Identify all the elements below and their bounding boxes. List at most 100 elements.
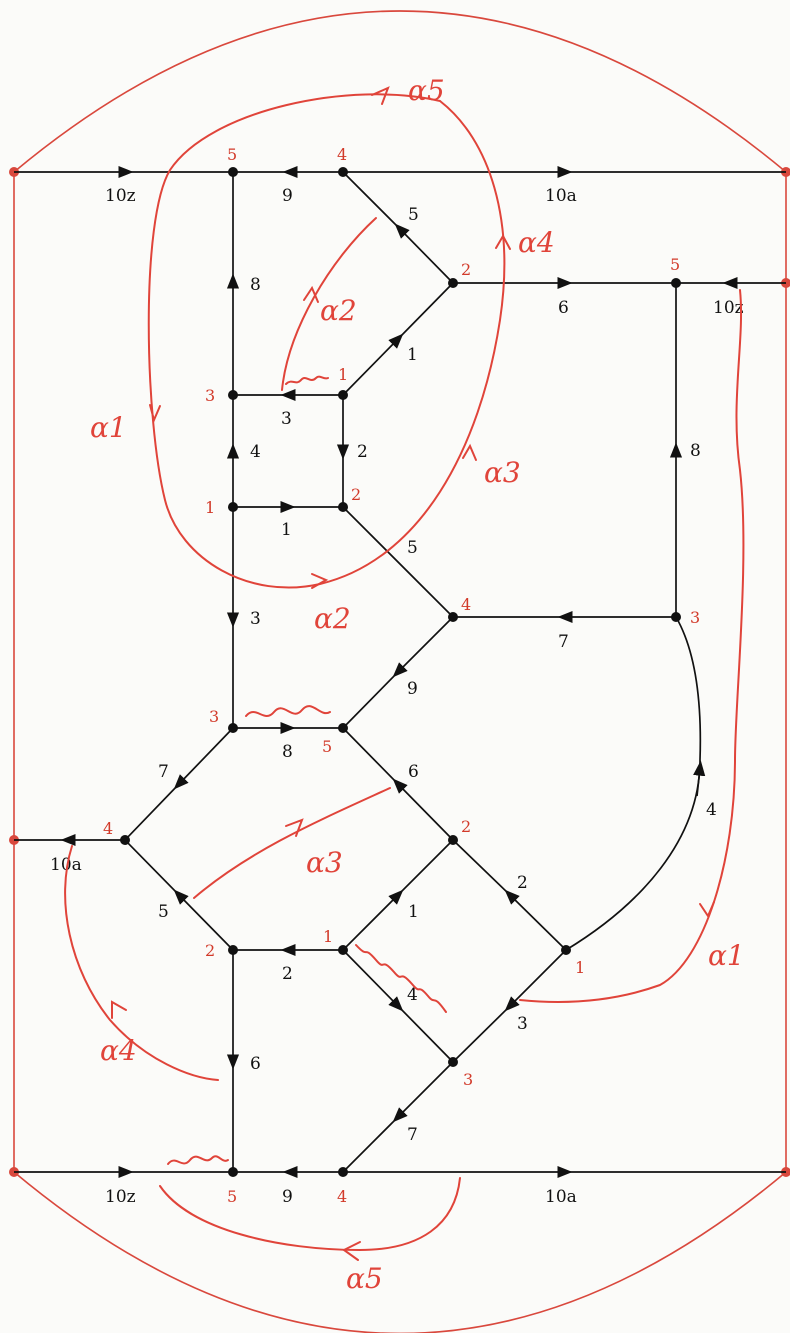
edge-7-low-arrow [392, 1061, 454, 1123]
edge-5-low-arrow [173, 889, 234, 951]
vertex-label: 5 [227, 145, 237, 164]
edge-6-mid-arrow [392, 778, 454, 841]
arrow-head-d2-upper [303, 285, 319, 303]
edge-5-top [342, 171, 401, 230]
vertex-label: 4 [337, 145, 347, 164]
arrow-head-d4-lower [111, 1000, 127, 1019]
vertex-5b [338, 723, 348, 733]
edge-label: 3 [281, 409, 292, 429]
edge-1-low [397, 839, 454, 896]
top-arc [13, 10, 787, 173]
vertex-labels: 5 4 2 5 1 3 1 2 4 3 3 5 4 2 2 1 1 3 5 4 [103, 145, 700, 1206]
annotation-label: α2 [314, 602, 351, 635]
vertex-label: 2 [461, 260, 471, 279]
edge-label: 7 [558, 632, 569, 652]
annotation-label: α1 [708, 939, 745, 972]
bottom-arc [13, 1171, 787, 1333]
squiggle-lower [355, 944, 447, 1013]
arrow-head-d1-right [699, 901, 715, 919]
edge-label: 9 [407, 679, 418, 699]
edge-1-upper [397, 282, 454, 340]
vertex-2c [448, 835, 458, 845]
edge-label: 10z [713, 298, 744, 318]
squiggle-bottom [167, 1155, 229, 1165]
arrow-head-d3-upper [462, 443, 477, 461]
annotation-label: α3 [484, 456, 521, 489]
vertex-label: 2 [205, 941, 215, 960]
edge-label: 1 [281, 520, 292, 540]
edge-9-mid-arrow [392, 616, 454, 678]
vertex-label: 3 [205, 386, 215, 405]
loop-d1-d2 [147, 93, 506, 589]
edge-label: 10z [105, 186, 136, 206]
arrow-head-d4-top [495, 233, 511, 250]
edge-1-low-arrow [342, 889, 404, 951]
outer-frame [9, 10, 790, 1333]
edge-label: 5 [408, 205, 419, 225]
edge-3-low-arrow [504, 949, 567, 1012]
edge-7-left [124, 783, 180, 841]
edge-label: 10a [545, 186, 577, 206]
curve-d5-bottom [159, 1177, 461, 1252]
edge-label: 1 [407, 345, 418, 365]
edge-label: 3 [250, 609, 261, 629]
annotation-label: α5 [346, 1262, 383, 1295]
edge-label: 9 [282, 1187, 293, 1207]
annotation-label: α2 [320, 294, 357, 327]
vertex-label: 4 [337, 1187, 347, 1206]
arrow-head-d5-top [371, 86, 390, 105]
edge-label: 4 [250, 442, 261, 462]
annotation-label: α4 [100, 1034, 137, 1067]
annotation-curves [64, 86, 745, 1261]
edge-7-left-arrow [173, 727, 234, 790]
vertex-1d [561, 945, 571, 955]
edge-1-upper-arrow [342, 333, 404, 396]
edge-4-low [397, 1005, 454, 1063]
vertex-label: 1 [575, 958, 585, 977]
curve-d3-lower [193, 787, 391, 899]
edge-label: 7 [158, 762, 169, 782]
edge-3-low [452, 1005, 511, 1063]
edge-label: 4 [407, 985, 418, 1005]
edge-7-low [342, 1116, 399, 1173]
edge-label: 2 [357, 442, 368, 462]
arrow-head-d3-lower [285, 818, 304, 837]
vertex-label: 4 [103, 819, 113, 838]
edge-5-top-arrow [394, 223, 454, 284]
edge-label: 8 [282, 742, 293, 762]
edge-2-right [452, 839, 511, 896]
vertex-label: 1 [323, 927, 333, 946]
vertex-label: 3 [690, 608, 700, 627]
vertex-label: 5 [670, 255, 680, 274]
vertex-1b [228, 502, 238, 512]
vertex-2d [228, 945, 238, 955]
vertex-label: 2 [461, 817, 471, 836]
edge-label: 8 [250, 275, 261, 295]
vertex-top4 [338, 167, 348, 177]
vertex-3c [448, 1057, 458, 1067]
arrow-head-d2-lower [311, 573, 329, 589]
vertex-label: 3 [209, 707, 219, 726]
edge-5-low [124, 839, 180, 896]
annotation-label: α1 [90, 411, 127, 444]
edge-4-curve-lower [565, 759, 701, 951]
edge-label: 6 [250, 1054, 261, 1074]
edge-labels: 10z 9 10a 5 8 6 10z 1 3 2 4 1 5 8 3 7 9 … [50, 186, 744, 1207]
edge-label: 10z [105, 1187, 136, 1207]
annotation-label: α4 [518, 226, 555, 259]
vertex-bot4 [338, 1167, 348, 1177]
annotation-labels: α5 α4 α2 α1 α3 α2 α3 α1 α4 α5 [90, 74, 745, 1295]
curve-d4-lower [64, 845, 219, 1081]
curve-d2-upper [281, 217, 377, 391]
squiggle-upper [285, 375, 329, 385]
edge-label: 8 [690, 441, 701, 461]
vertex-4left [120, 835, 130, 845]
annotation-label: α3 [306, 846, 343, 879]
edge-label: 6 [408, 762, 419, 782]
edge-9-mid [342, 671, 399, 729]
edge-label: 6 [558, 298, 569, 318]
vertex-label: 5 [322, 737, 332, 756]
edge-label: 5 [158, 902, 169, 922]
vertex-label: 2 [351, 485, 361, 504]
